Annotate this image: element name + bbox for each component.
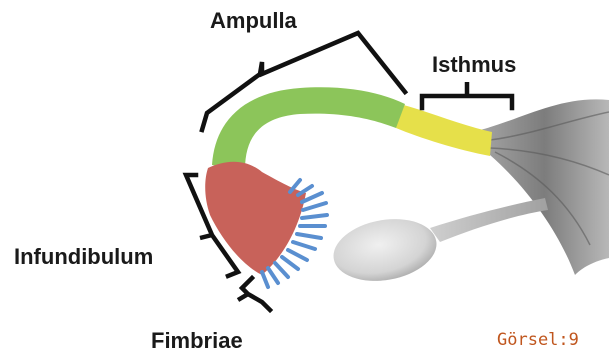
- figure-caption: Görsel:9: [497, 330, 579, 350]
- isthmus-segment: [396, 104, 492, 156]
- ampulla-label: Ampulla: [210, 8, 298, 33]
- infundibulum-segment: [205, 162, 306, 275]
- ovarian-ligament: [430, 198, 548, 242]
- fimbriae-label: Fimbriae: [151, 328, 243, 353]
- isthmus-label: Isthmus: [432, 52, 516, 77]
- isthmus-bracket: [422, 82, 512, 108]
- infundibulum-label: Infundibulum: [14, 244, 153, 269]
- ampulla-segment: [212, 87, 405, 170]
- uterus-shape: [480, 99, 609, 275]
- ovary-shape: [329, 211, 442, 288]
